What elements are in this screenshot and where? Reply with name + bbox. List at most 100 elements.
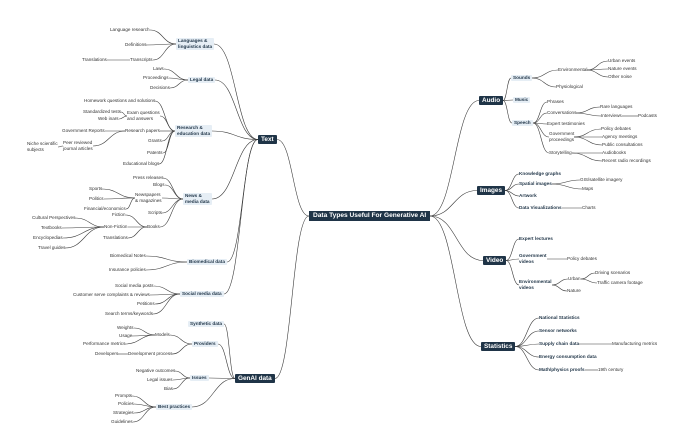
leaf-strategies[interactable]: Strategies [113,410,134,415]
cat-artwork[interactable]: Artwork [519,193,537,198]
leaf-standardized-tests[interactable]: Standardized tests [83,109,122,114]
leaf-webinars[interactable]: Web inars [98,116,119,121]
leaf-rare-languages[interactable]: Rare languages [600,104,633,109]
leaf-nonfiction[interactable]: Non-Fiction [104,224,128,229]
root-node[interactable]: Data Types Useful For Generative AI [309,211,431,221]
leaf-press-releases[interactable]: Press releases [133,175,164,180]
cat-synthetic[interactable]: Synthetic data [188,321,225,327]
leaf-decisions[interactable]: Decisions [150,85,170,90]
hub-genai[interactable]: GenAI data [235,374,275,383]
leaf-textbooks[interactable]: Textbooks [41,225,62,230]
leaf-radio[interactable]: Recent radio recordings [602,158,651,163]
leaf-bias[interactable]: Bias [164,386,173,391]
leaf-audiobooks[interactable]: Audiobooks [602,150,627,155]
leaf-other-noise[interactable]: Other noise [608,74,632,79]
leaf-policies[interactable]: Policies [118,401,134,406]
leaf-public-consultations[interactable]: Public consultations [602,142,643,147]
cat-energy-consumption[interactable]: Energy consumption data [539,354,597,359]
leaf-translations-2[interactable]: Translations [103,235,128,240]
leaf-cultural[interactable]: Cultural Perspectives [32,215,76,220]
leaf-policy-debates-1[interactable]: Policy debates [601,126,631,131]
cat-social[interactable]: Social media data [180,291,224,297]
leaf-interviews[interactable]: Interviews [601,113,622,118]
leaf-agency-meetings[interactable]: Agency meetings [602,134,638,139]
leaf-nature-events[interactable]: Nature events [608,66,637,71]
cat-data-visualizations[interactable]: Data Visualizations [519,205,562,210]
cat-expert-lectures[interactable]: Expert lectures [519,236,553,241]
leaf-urban-video[interactable]: Urban [568,276,581,281]
leaf-complaints[interactable]: Customer serve complaints & reviews [73,292,150,297]
leaf-expert-testimonies[interactable]: Expert testimonies [547,121,585,126]
leaf-financial[interactable]: Financial/economics [84,206,126,211]
cat-news[interactable]: News &media data [183,193,212,205]
cat-providers[interactable]: Providers [192,341,218,347]
leaf-podcasts[interactable]: Podcasts [638,113,657,118]
cat-math-proofs[interactable]: Math/physics proofs [539,367,585,372]
hub-video[interactable]: Video [483,256,507,265]
leaf-negative-outcomes[interactable]: Negative outcomes [136,368,176,373]
cat-biomedical[interactable]: Biomedical data [187,259,227,265]
hub-audio[interactable]: Audio [479,96,504,105]
leaf-insurance-policies[interactable]: Insurance policies [109,267,146,272]
leaf-educational-blogs[interactable]: Educational blogs [123,161,160,166]
leaf-definitions[interactable]: Definitions [125,42,147,47]
cat-languages[interactable]: Languages &linguistics data [176,38,215,50]
leaf-translations-1[interactable]: Translations [82,57,107,62]
leaf-prompts[interactable]: Prompts [115,393,133,398]
leaf-maps[interactable]: Maps [582,186,594,191]
leaf-development-process[interactable]: Development process [128,351,173,356]
leaf-patents[interactable]: Patents [147,150,163,155]
leaf-gis[interactable]: GIS/satellite imagery [580,177,623,182]
leaf-developers[interactable]: Developers [95,351,119,356]
leaf-politics[interactable]: Politics [89,196,104,201]
leaf-manufacturing-metrics[interactable]: Manufacturing metrics [612,341,658,346]
cat-spatial-images[interactable]: Spatial images [519,181,552,186]
leaf-fiction[interactable]: Fiction [112,212,126,217]
cat-best[interactable]: Best practices [156,404,193,410]
leaf-proceedings[interactable]: Proceedings [143,75,169,80]
leaf-laws[interactable]: Laws [153,66,164,71]
leaf-transcripts[interactable]: Transcripts [130,57,153,62]
leaf-gov-reports[interactable]: Government Reports [62,128,105,133]
leaf-guidelines[interactable]: Guidelines [111,419,133,424]
leaf-storytelling[interactable]: Storytelling [549,150,572,155]
leaf-scripts[interactable]: Scripts [148,210,163,215]
leaf-policy-debates-2[interactable]: Policy debates [567,256,597,261]
cat-supply-chain[interactable]: Supply chain data [539,341,580,346]
leaf-search-terms[interactable]: Search terms/keywords [105,311,153,316]
cat-issues[interactable]: Issues [190,375,209,381]
leaf-models[interactable]: Models [155,332,170,337]
cat-music[interactable]: Music [513,97,531,103]
leaf-urban-events[interactable]: Urban events [608,58,636,63]
leaf-books[interactable]: Books [147,224,160,229]
leaf-research-papers[interactable]: Research papers [125,128,160,133]
leaf-driving-scenarios[interactable]: Driving scenarios [595,270,631,275]
leaf-weights[interactable]: Weights [117,325,134,330]
leaf-nature-video[interactable]: Nature [567,288,581,293]
leaf-biomedical-notes[interactable]: Biomedical Notes [110,253,146,258]
cat-legal[interactable]: Legal data [188,77,216,83]
cat-knowledge-graphs[interactable]: Knowledge graphs [519,171,561,176]
leaf-petitions[interactable]: Petitions [137,301,155,306]
cat-national-statistics[interactable]: National Statistics [539,315,580,320]
hub-text[interactable]: Text [258,135,277,144]
hub-statistics[interactable]: Statistics [481,342,516,351]
leaf-legal-issues[interactable]: Legal issues [147,377,173,382]
cat-sensor-networks[interactable]: Sensor networks [539,328,577,333]
leaf-homework[interactable]: Homework questions and solutions [84,98,156,103]
leaf-social-posts[interactable]: Social media posts [115,283,154,288]
leaf-environmental[interactable]: Environmental [558,67,588,72]
cat-speech[interactable]: Speech [512,120,533,126]
leaf-encyclopedias[interactable]: Encyclopedias [33,235,63,240]
cat-research[interactable]: Research &education data [175,125,213,137]
leaf-usage[interactable]: Usage [119,333,133,338]
leaf-performance-metrics[interactable]: Performance metrics [83,341,126,346]
hub-images[interactable]: Images [477,186,506,195]
leaf-sports[interactable]: Sports [89,186,103,191]
leaf-19th-century[interactable]: 19th century [598,367,624,372]
leaf-travel-guides[interactable]: Travel guides [38,245,66,250]
